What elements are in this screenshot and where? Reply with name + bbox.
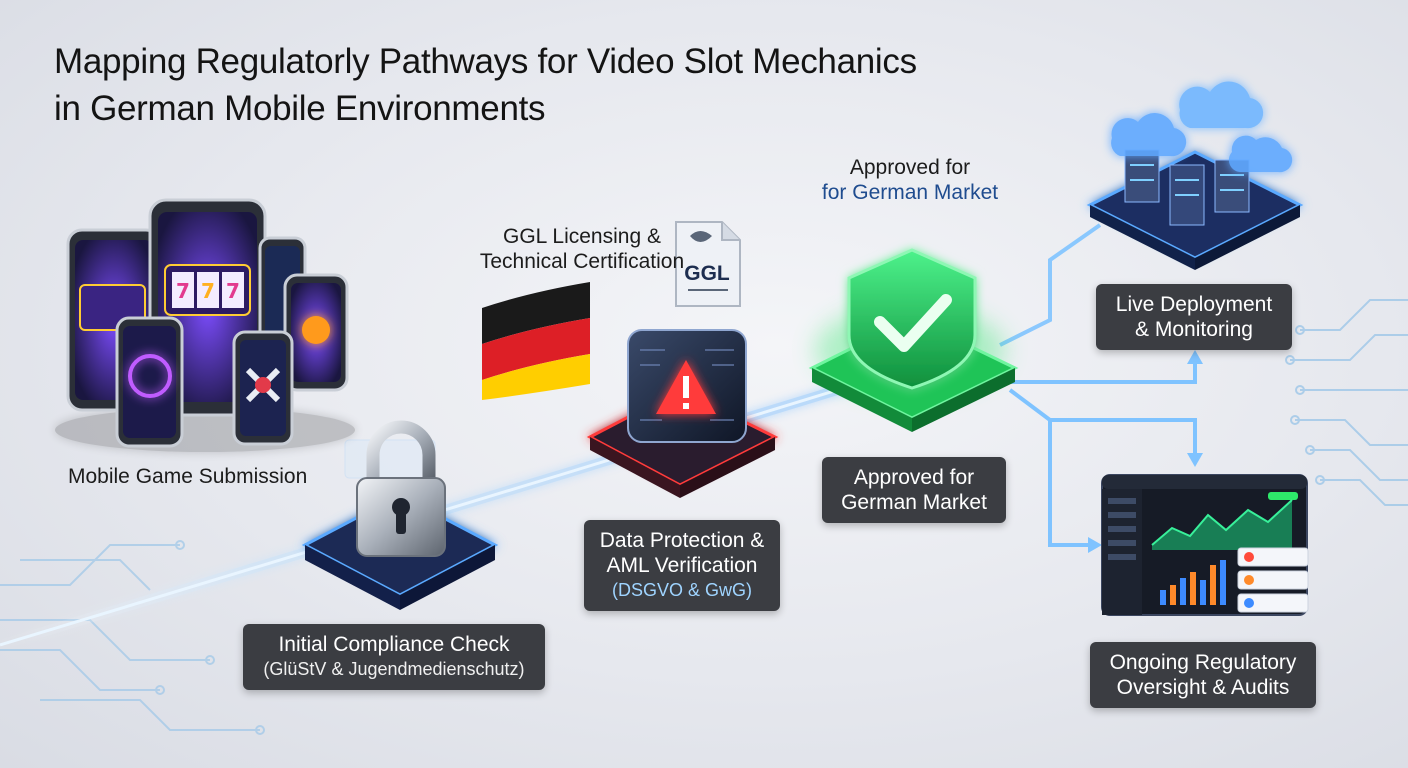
svg-text:7: 7 xyxy=(226,279,240,303)
branch-arrowheads xyxy=(1088,350,1203,553)
circuit-traces-left xyxy=(0,540,265,735)
germany-flag-icon xyxy=(482,282,590,400)
initial-check-line-2: (GlüStV & Jugendmedienschutz) xyxy=(263,659,525,679)
svg-text:7: 7 xyxy=(201,279,215,303)
title-line-1: Mapping Regulatorly Pathways for Video S… xyxy=(54,42,917,81)
initial-check-line-1: Initial Compliance Check xyxy=(278,633,510,656)
padlock-icon xyxy=(301,420,499,610)
label-initial-compliance-check: Initial Compliance Check (GlüStV & Jugen… xyxy=(243,624,545,690)
approved-top-line-1: Approved for xyxy=(849,156,971,179)
ggl-line-2: Technical Certification xyxy=(479,250,685,273)
circuit-traces-right xyxy=(1285,299,1408,506)
pipeline-beam xyxy=(0,375,872,650)
live-line-2: & Monitoring xyxy=(1135,318,1253,341)
cloud-servers-icon xyxy=(1086,81,1304,270)
page-title: Mapping Regulatorly Pathways for Video S… xyxy=(54,38,917,132)
dashboard-bars xyxy=(1160,560,1226,605)
data-protection-line-2: AML Verification xyxy=(606,554,758,577)
approved-line-1: Approved for xyxy=(853,466,975,489)
dashboard-icon xyxy=(1101,474,1309,616)
label-mobile-game-submission: Mobile Game Submission xyxy=(68,465,308,488)
oversight-line-1: Ongoing Regulatory xyxy=(1109,651,1297,674)
oversight-line-2: Oversight & Audits xyxy=(1116,676,1290,699)
label-approved-top: Approved for for German Market xyxy=(800,155,1020,205)
data-protection-line-1: Data Protection & xyxy=(599,529,765,552)
ggl-document-icon: GGL xyxy=(675,221,741,307)
branch-lines xyxy=(999,223,1197,547)
approved-top-line-2: for German Market xyxy=(821,181,999,204)
label-data-protection: Data Protection & AML Verification (DSGV… xyxy=(584,520,780,611)
label-live-deployment: Live Deployment & Monitoring xyxy=(1096,284,1292,350)
label-ggl-licensing: GGL Licensing & Technical Certification xyxy=(462,224,702,274)
title-line-2: in German Mobile Environments xyxy=(54,89,546,128)
phones-icon: 7 7 7 xyxy=(55,198,355,452)
ggl-badge-text: GGL xyxy=(684,262,730,285)
label-ongoing-oversight: Ongoing Regulatory Oversight & Audits xyxy=(1090,642,1316,708)
checkmark-shield-icon xyxy=(808,248,1019,432)
svg-text:7: 7 xyxy=(176,279,190,303)
approved-line-2: German Market xyxy=(841,491,987,514)
data-protection-line-3: (DSGVO & GwG) xyxy=(611,580,752,600)
ggl-line-1: GGL Licensing & xyxy=(503,225,661,248)
label-approved-german-market: Approved for German Market xyxy=(822,457,1006,523)
chip-warning-icon xyxy=(586,329,779,498)
live-line-1: Live Deployment xyxy=(1115,293,1273,316)
